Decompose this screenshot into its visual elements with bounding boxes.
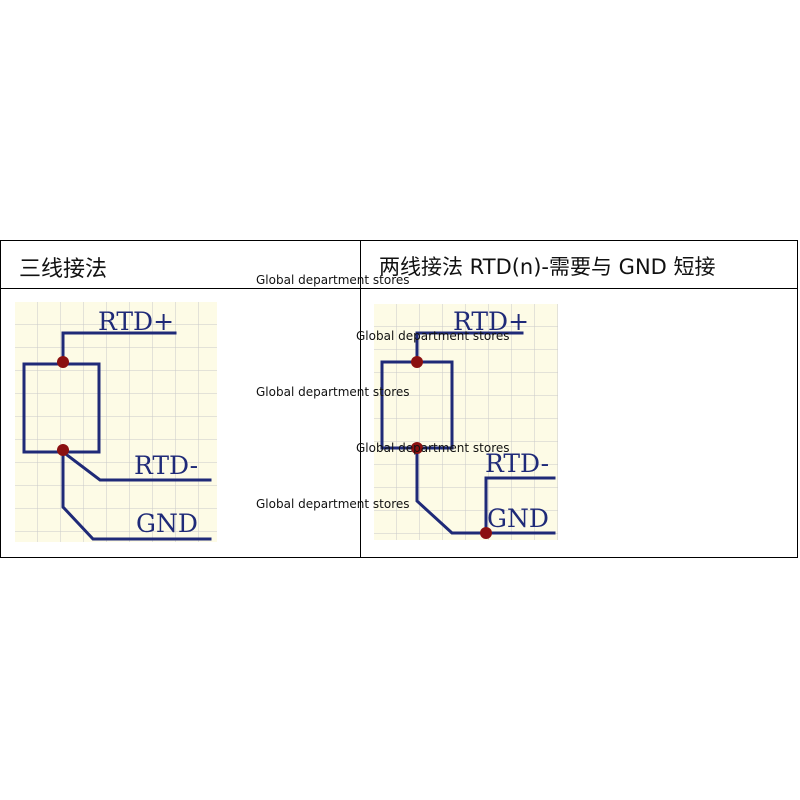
watermark-text: Global department stores bbox=[356, 441, 510, 455]
trace-rtd-minus bbox=[60, 449, 212, 482]
watermark-text: Global department stores bbox=[256, 385, 410, 399]
trace-rtd-plus bbox=[415, 331, 524, 362]
trace-rtd-plus bbox=[61, 331, 177, 362]
junction-top bbox=[411, 356, 423, 368]
header-three-wire: 三线接法 bbox=[19, 257, 108, 282]
trace-gnd bbox=[61, 450, 212, 541]
comparison-table: 三线接法 两线接法 RTD(n)-需要与 GND 短接 bbox=[0, 240, 798, 558]
watermark-text: Global department stores bbox=[356, 329, 510, 343]
junction-bottom bbox=[57, 444, 69, 456]
header-divider bbox=[1, 288, 797, 289]
grid-background bbox=[15, 302, 217, 542]
two-wire-diagram: RTD+ RTD- GND bbox=[374, 304, 558, 540]
three-wire-diagram: RTD+ RTD- GND bbox=[15, 302, 217, 542]
column-divider bbox=[360, 241, 361, 557]
label-rtd-plus: RTD+ bbox=[98, 307, 174, 336]
label-rtd-minus: RTD- bbox=[134, 451, 198, 480]
watermark-text: Global department stores bbox=[256, 497, 410, 511]
junction-bottom bbox=[411, 442, 423, 454]
trace-rtd-minus bbox=[484, 476, 556, 535]
junction-short bbox=[480, 527, 492, 539]
label-rtd-minus: RTD- bbox=[485, 449, 549, 478]
label-gnd: GND bbox=[136, 509, 198, 538]
junction-top bbox=[57, 356, 69, 368]
grid-background bbox=[374, 304, 558, 540]
label-rtd-plus: RTD+ bbox=[453, 307, 529, 336]
trace-gnd bbox=[415, 448, 556, 535]
watermark-text: Global department stores bbox=[256, 273, 410, 287]
header-two-wire: 两线接法 RTD(n)-需要与 GND 短接 bbox=[379, 255, 716, 279]
label-gnd: GND bbox=[487, 504, 549, 533]
